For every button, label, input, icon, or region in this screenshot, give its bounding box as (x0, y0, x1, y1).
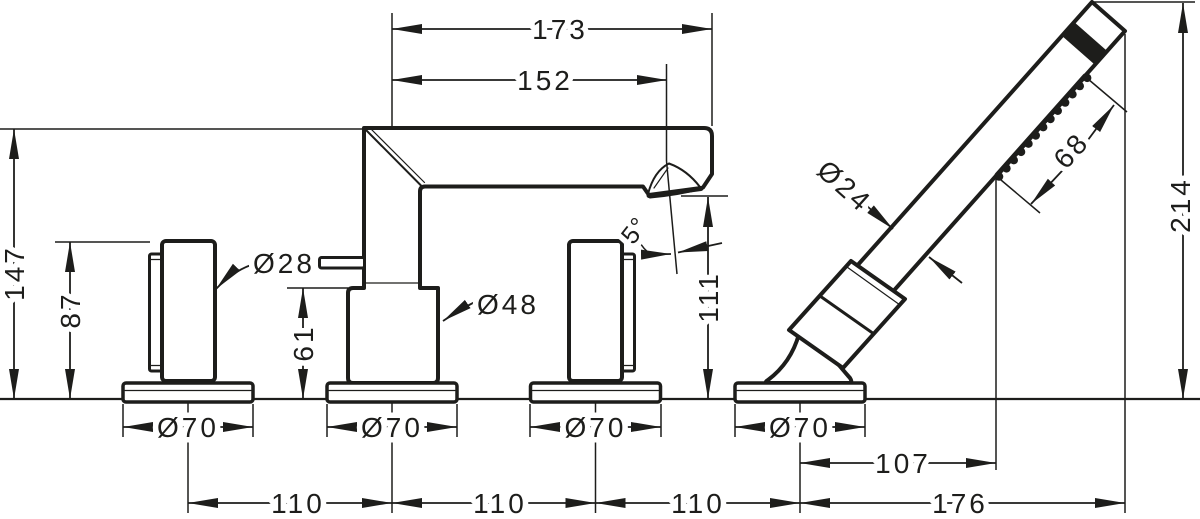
leader-dia28 (215, 263, 252, 290)
temperature-pin (318, 256, 366, 270)
spout-chamfer-line (365, 129, 422, 187)
dim-dia48: Ø48 (477, 289, 539, 320)
dim-dia24: Ø24 (811, 154, 878, 218)
handle-left-grip-ticks (148, 258, 163, 367)
escutcheon-4 (733, 381, 867, 404)
spout-chamfer-highlight (370, 128, 426, 184)
leader-5deg-curve (638, 240, 651, 255)
dim-dia70-1: Ø70 (157, 412, 219, 443)
dim-110-1: 110 (271, 488, 325, 519)
aerator-highlight (653, 167, 669, 189)
dim-176: 176 (932, 488, 988, 519)
leader-spray-pointer (928, 256, 963, 284)
dim-152: 152 (517, 65, 573, 96)
handshower-cap-band (1061, 21, 1106, 64)
aerator-face (646, 186, 704, 198)
handle-right-body (567, 239, 624, 383)
dim-dia70-3: Ø70 (565, 412, 627, 443)
spout-outline (346, 126, 714, 385)
dim-dia70-4: Ø70 (769, 412, 831, 443)
handshower (763, 0, 1127, 385)
dim-173: 173 (532, 14, 588, 45)
handle-right (567, 239, 636, 383)
escutcheon-1 (121, 381, 255, 404)
dimline-68 (1030, 155, 1077, 205)
dim-61: 61 (288, 324, 319, 361)
handle-right-grip-ticks (621, 258, 636, 367)
aerator-axis-5deg (665, 160, 678, 275)
handle-left (148, 239, 217, 383)
dim-107: 107 (875, 448, 931, 479)
collar-seam (818, 294, 876, 336)
collar-rim-highlight (846, 266, 901, 306)
leader-dia24 (866, 205, 894, 230)
ext-68-ticks (1000, 78, 1128, 214)
ext-dia70-edges (122, 404, 866, 437)
spray-nozzle-dots (994, 73, 1092, 181)
dim-147: 147 (0, 245, 30, 301)
dim-110-3: 110 (671, 488, 725, 519)
dim-dia70-2: Ø70 (361, 412, 423, 443)
dimline-5deg (640, 249, 672, 260)
dimension-lines (8, 3, 1188, 508)
dimension-labels: 173 152 147 87 Ø28 Ø48 61 Ø70 Ø70 Ø70 Ø7… (0, 9, 1200, 519)
dim-dia28: Ø28 (253, 248, 315, 279)
leader-dia48 (442, 299, 480, 322)
dim-68: 68 (1047, 126, 1095, 174)
dim-214: 214 (1165, 177, 1196, 233)
escutcheons (121, 381, 867, 404)
handle-left-body (160, 239, 217, 383)
dim-111: 111 (693, 271, 724, 323)
spout-body (318, 126, 714, 385)
escutcheon-3 (528, 381, 663, 404)
leader-lines (215, 205, 963, 322)
aerator-cone (647, 162, 701, 195)
dim-110-2: 110 (473, 488, 527, 519)
dim-87: 87 (55, 291, 86, 328)
escutcheon-2 (325, 381, 459, 404)
